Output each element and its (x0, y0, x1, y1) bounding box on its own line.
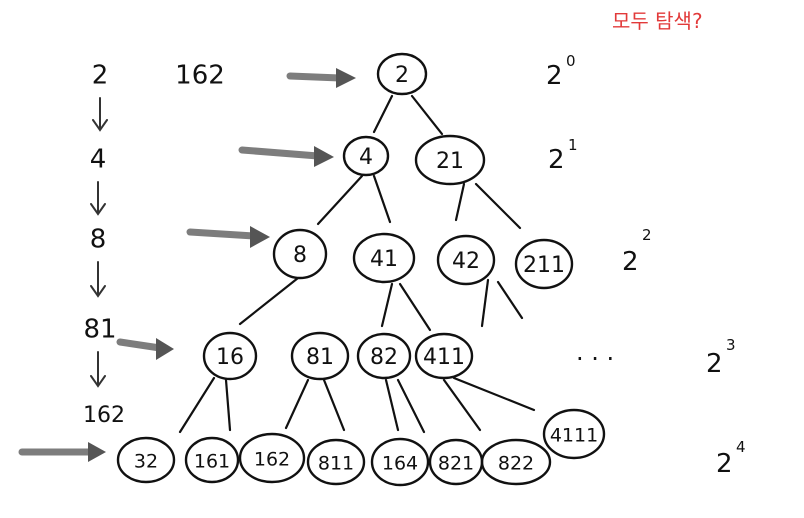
level-exponent: 2 (642, 226, 652, 244)
edge (178, 376, 216, 434)
node-label: 82 (370, 345, 398, 370)
sequence-item-0: 2 (92, 61, 109, 91)
tree-node: 4 (342, 135, 390, 177)
edge (380, 282, 394, 328)
level-exponent: 4 (736, 438, 746, 456)
node-label: 41 (370, 247, 398, 272)
tree-node: 822 (480, 438, 552, 486)
sequence-item-1: 4 (90, 145, 107, 175)
target-number: 162 (175, 61, 225, 91)
level-exponent: 0 (566, 52, 576, 70)
note-text: 모두 탐색? (612, 9, 703, 33)
node-label: 4 (359, 145, 373, 170)
level-arrow-2 (186, 226, 270, 248)
edge (224, 378, 232, 432)
edge (452, 376, 536, 412)
edge (322, 378, 346, 432)
level-base: 2 (546, 61, 563, 91)
node-label: 811 (318, 453, 354, 475)
sequence-item-2: 8 (90, 225, 107, 255)
node-label: 8 (293, 243, 307, 268)
edge (454, 182, 466, 222)
edge (474, 182, 522, 230)
tree-node: 811 (306, 438, 366, 486)
level-arrow-0 (286, 68, 356, 88)
tree-node: 162 (238, 432, 306, 484)
tree-node: 8 (272, 228, 328, 280)
tree-node: 411 (414, 332, 474, 380)
edge (480, 278, 490, 328)
tree-node: 821 (428, 438, 484, 486)
tree-node: 164 (370, 437, 430, 487)
tree-node: 81 (290, 331, 350, 381)
level-count-0: 2 0 (546, 52, 576, 91)
edge (442, 378, 482, 432)
node-label: 42 (452, 249, 480, 274)
node-label: 4111 (550, 425, 598, 447)
sequence-arrow-2 (90, 261, 106, 298)
level-count-4: 2 4 (716, 438, 746, 479)
node-label: 21 (436, 149, 464, 174)
level-base: 2 (622, 247, 639, 277)
node-label: 822 (498, 453, 534, 475)
tree-node: 21 (414, 134, 486, 186)
node-label: 411 (423, 345, 465, 370)
tree-node: 4111 (542, 408, 606, 460)
sequence-arrow-3 (90, 351, 106, 388)
sequence-item-3: 81 (83, 315, 116, 345)
level-base: 2 (716, 449, 733, 479)
edge (496, 280, 524, 320)
edge (410, 94, 444, 136)
sequence-item-4: 162 (83, 403, 125, 428)
edge (396, 378, 426, 434)
tree-node: 41 (352, 232, 416, 284)
edge (372, 94, 394, 134)
node-label: 162 (254, 449, 290, 471)
tree-node: 42 (436, 234, 496, 286)
level-count-1: 2 1 (548, 136, 578, 175)
node-label: 81 (306, 345, 334, 370)
tree-node: 2 (376, 52, 428, 96)
level-base: 2 (706, 349, 723, 379)
edge (284, 378, 310, 430)
node-label: 2 (395, 63, 409, 88)
tree-edges (178, 94, 536, 434)
tree-node: 16 (202, 331, 258, 381)
level-arrow-3 (116, 338, 174, 360)
sequence-arrow-0 (92, 97, 108, 132)
tree-node: 211 (514, 238, 574, 290)
level-exponent: 1 (568, 136, 578, 154)
sequence-arrow-1 (90, 181, 106, 216)
node-label: 32 (134, 451, 158, 473)
edge (384, 378, 400, 432)
ellipsis-text: . . . (576, 338, 614, 366)
node-label: 211 (523, 253, 565, 278)
level-arrow-4 (18, 442, 106, 462)
edge (372, 174, 392, 224)
node-label: 821 (438, 453, 474, 475)
edge (316, 174, 364, 226)
edge (398, 282, 432, 332)
edge (238, 276, 300, 326)
tree-node: 82 (356, 332, 412, 380)
node-label: 161 (194, 451, 230, 473)
tree-node: 161 (184, 436, 240, 484)
level-exponent: 3 (726, 336, 736, 354)
node-label: 164 (382, 453, 418, 475)
level-count-3: 2 3 (706, 336, 736, 379)
level-count-2: 2 2 (622, 226, 652, 277)
level-arrow-1 (238, 146, 334, 167)
level-base: 2 (548, 145, 565, 175)
node-label: 16 (216, 345, 244, 370)
tree-node: 32 (116, 436, 176, 484)
